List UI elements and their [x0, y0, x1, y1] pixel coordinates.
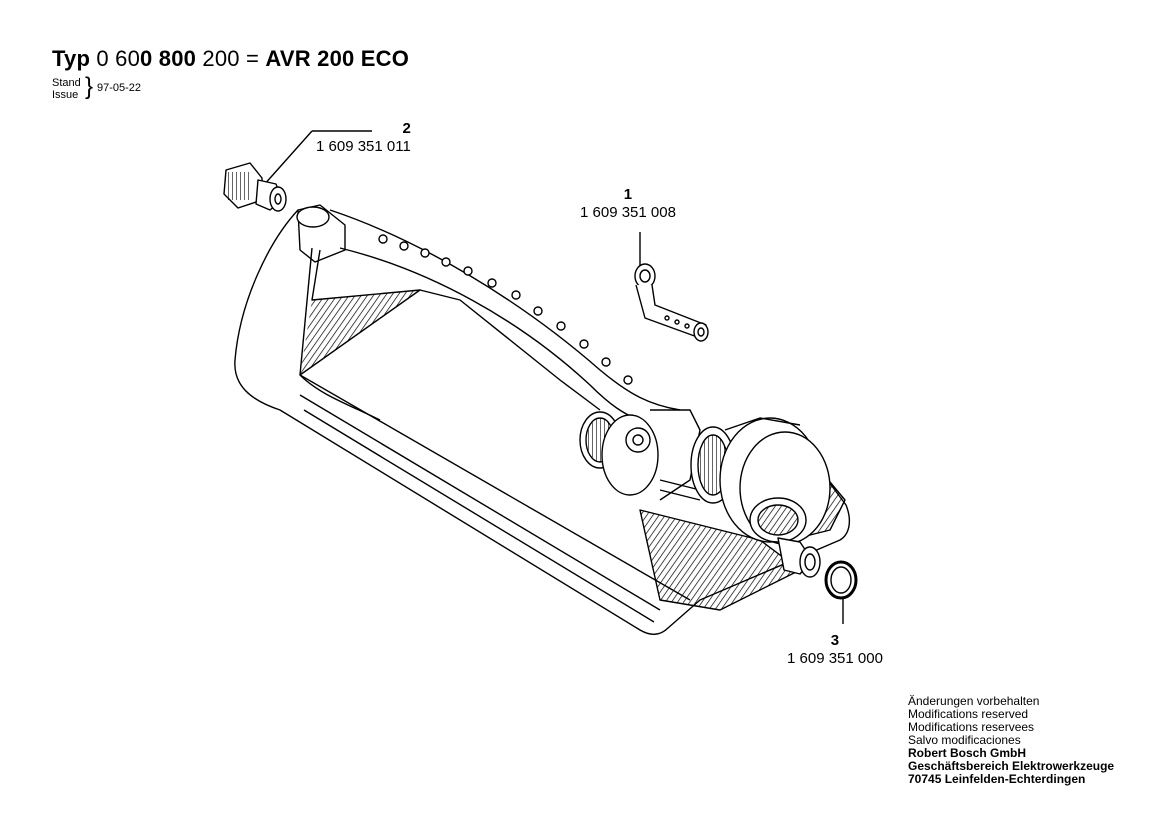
part-number-bold: 0 800: [140, 46, 197, 71]
part-number-1: 1: [623, 186, 633, 203]
part-number-2: 2: [402, 120, 411, 137]
footer-company: Robert Bosch GmbH: [908, 746, 1027, 760]
footer-line-en: Modifications reserved: [908, 707, 1029, 721]
nozzle-pipe: [329, 209, 681, 421]
drive-mechanism: [579, 409, 701, 501]
footer-legal: Änderungen vorbehalten Modifications res…: [908, 695, 1114, 786]
footer-division: Geschäftsbereich Elektrowerkzeuge: [908, 759, 1115, 773]
callout-part-2: 2 1 609 351 011: [316, 120, 411, 156]
callout-part-3: 3 1 609 351 000: [787, 632, 883, 668]
footer-address: 70745 Leinfelden-Echterdingen: [908, 772, 1086, 786]
part-number-3: 3: [830, 632, 840, 649]
issue-label: Issue: [52, 89, 79, 101]
equals-sign: =: [246, 46, 260, 71]
part-number-prefix: 0 60: [96, 46, 141, 71]
footer-line-fr: Modifications reservees: [908, 720, 1035, 734]
part-number-suffix: 200: [202, 46, 240, 71]
model-name: AVR 200 ECO: [265, 46, 410, 71]
callout-part-1: 1 1 609 351 008: [580, 186, 676, 222]
typ-label: Typ: [52, 46, 91, 71]
part-2-end-plug: [223, 162, 287, 212]
part-1-crank-lever: [634, 263, 709, 342]
issue-date: 97-05-22: [97, 82, 142, 94]
part-code-2: 1 609 351 011: [316, 138, 411, 155]
part-3-o-ring: [824, 560, 858, 600]
footer-line-es: Salvo modificaciones: [908, 733, 1021, 747]
diagram-title: Typ 0 600 800 200 = AVR 200 ECO: [52, 46, 409, 72]
issue-block: Stand Issue } 97-05-22: [52, 75, 141, 102]
part-code-1: 1 609 351 008: [580, 204, 676, 221]
stand-label: Stand: [52, 77, 81, 89]
part-code-3: 1 609 351 000: [787, 650, 883, 667]
footer-line-de: Änderungen vorbehalten: [908, 694, 1040, 708]
brace-icon: }: [85, 73, 94, 100]
connector-housing: [690, 417, 831, 578]
